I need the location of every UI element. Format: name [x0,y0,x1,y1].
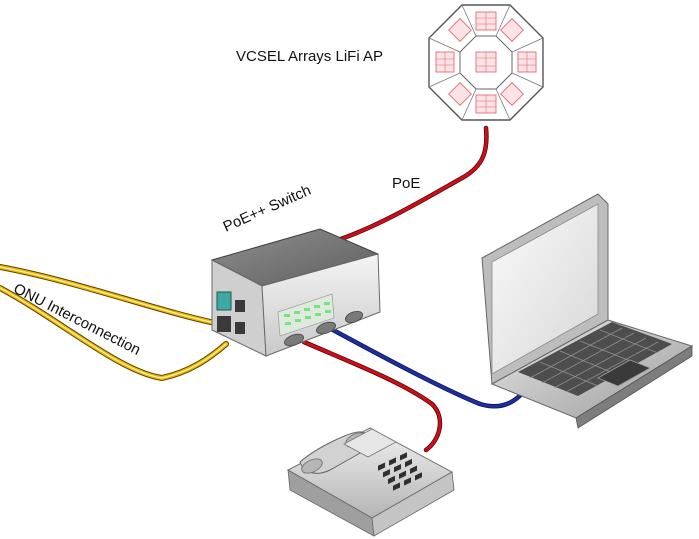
laptop-screen-panel [491,203,599,375]
switch-gland-3 [344,310,364,324]
laptop [481,193,694,429]
phone-keypad [378,452,422,491]
switch-port-dark-2 [217,316,231,332]
phone-display [343,428,397,458]
switch-led-panel [277,293,335,337]
laptop-keyboard [518,322,672,396]
laptop-keys [529,327,659,393]
laptop-base-edge [575,345,693,429]
lifi-ap [428,4,544,121]
laptop-touchpad [597,359,651,387]
vcsel-chip-bottom-right [500,82,524,106]
vcsel-chip-top-right [500,18,524,42]
vcsel-chip-top-left [448,18,472,42]
switch-gland-2 [316,321,336,335]
switch-leds [284,302,331,325]
poe-label: PoE [392,175,421,192]
switch-port-dark-3 [235,322,245,334]
vcsel-grid-lines [436,12,536,113]
desk-phone [286,427,455,537]
vcsel-chip-bottom-left [448,82,472,106]
switch-port-teal [216,291,232,311]
phone-body-side [371,471,455,537]
switch-port-dark-1 [235,300,245,312]
poe-cable-to-phone [301,339,443,453]
onu-fiber-cables [0,264,229,382]
access-point-label: VCSEL Arrays LiFi AP [236,48,383,65]
poe-cable-to-ap [335,125,489,243]
poe-switch [210,228,381,357]
lan-cable-to-laptop [319,321,535,409]
switch-gland-1 [284,333,304,347]
ap-spokes [428,4,544,121]
